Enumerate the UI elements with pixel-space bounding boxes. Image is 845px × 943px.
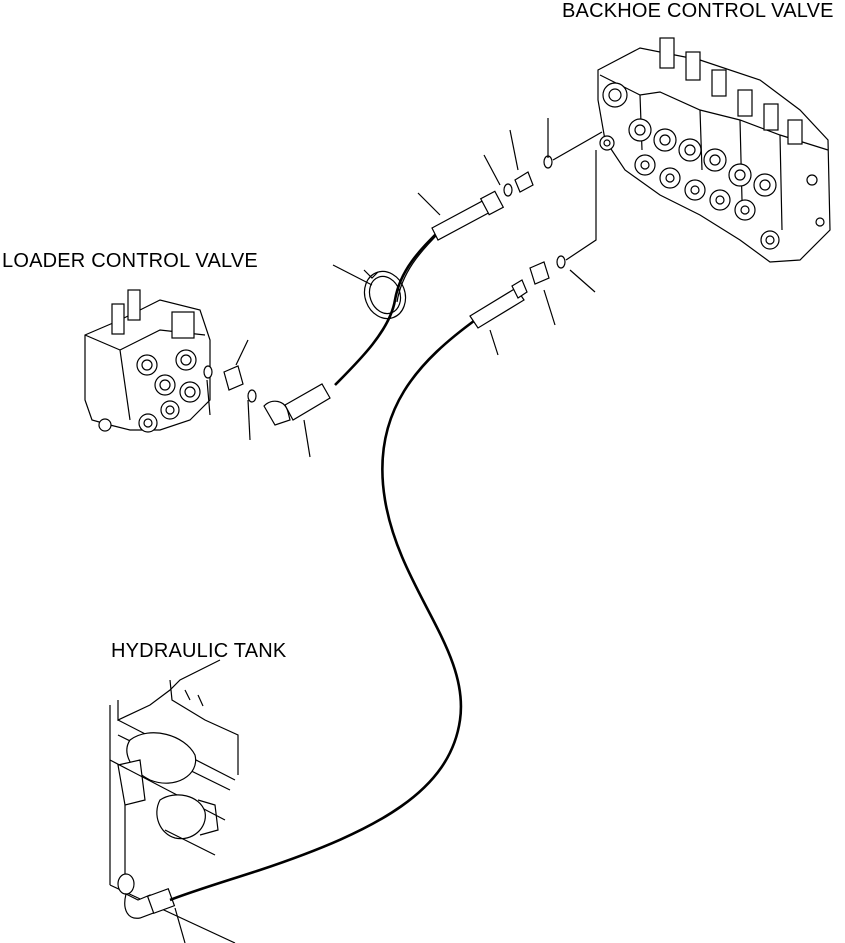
upper-pipe-fitting [431,131,603,241]
hose-clamp [363,269,407,320]
backhoe-control-valve-label: BACKHOE CONTROL VALVE [562,0,834,22]
pipe-backhoe-to-loader [334,229,441,386]
leader-lines [174,118,596,943]
loader-pipe-fitting [203,365,331,426]
hose-backhoe-to-tank [169,316,479,902]
loader-control-valve-label: LOADER CONTROL VALVE [2,250,258,272]
hydraulic-tank-label: HYDRAULIC TANK [111,640,287,662]
loader-control-valve [84,289,211,433]
lower-pipe-fitting [469,150,597,329]
backhoe-control-valve [597,37,831,263]
hydraulic-tank [109,659,239,943]
